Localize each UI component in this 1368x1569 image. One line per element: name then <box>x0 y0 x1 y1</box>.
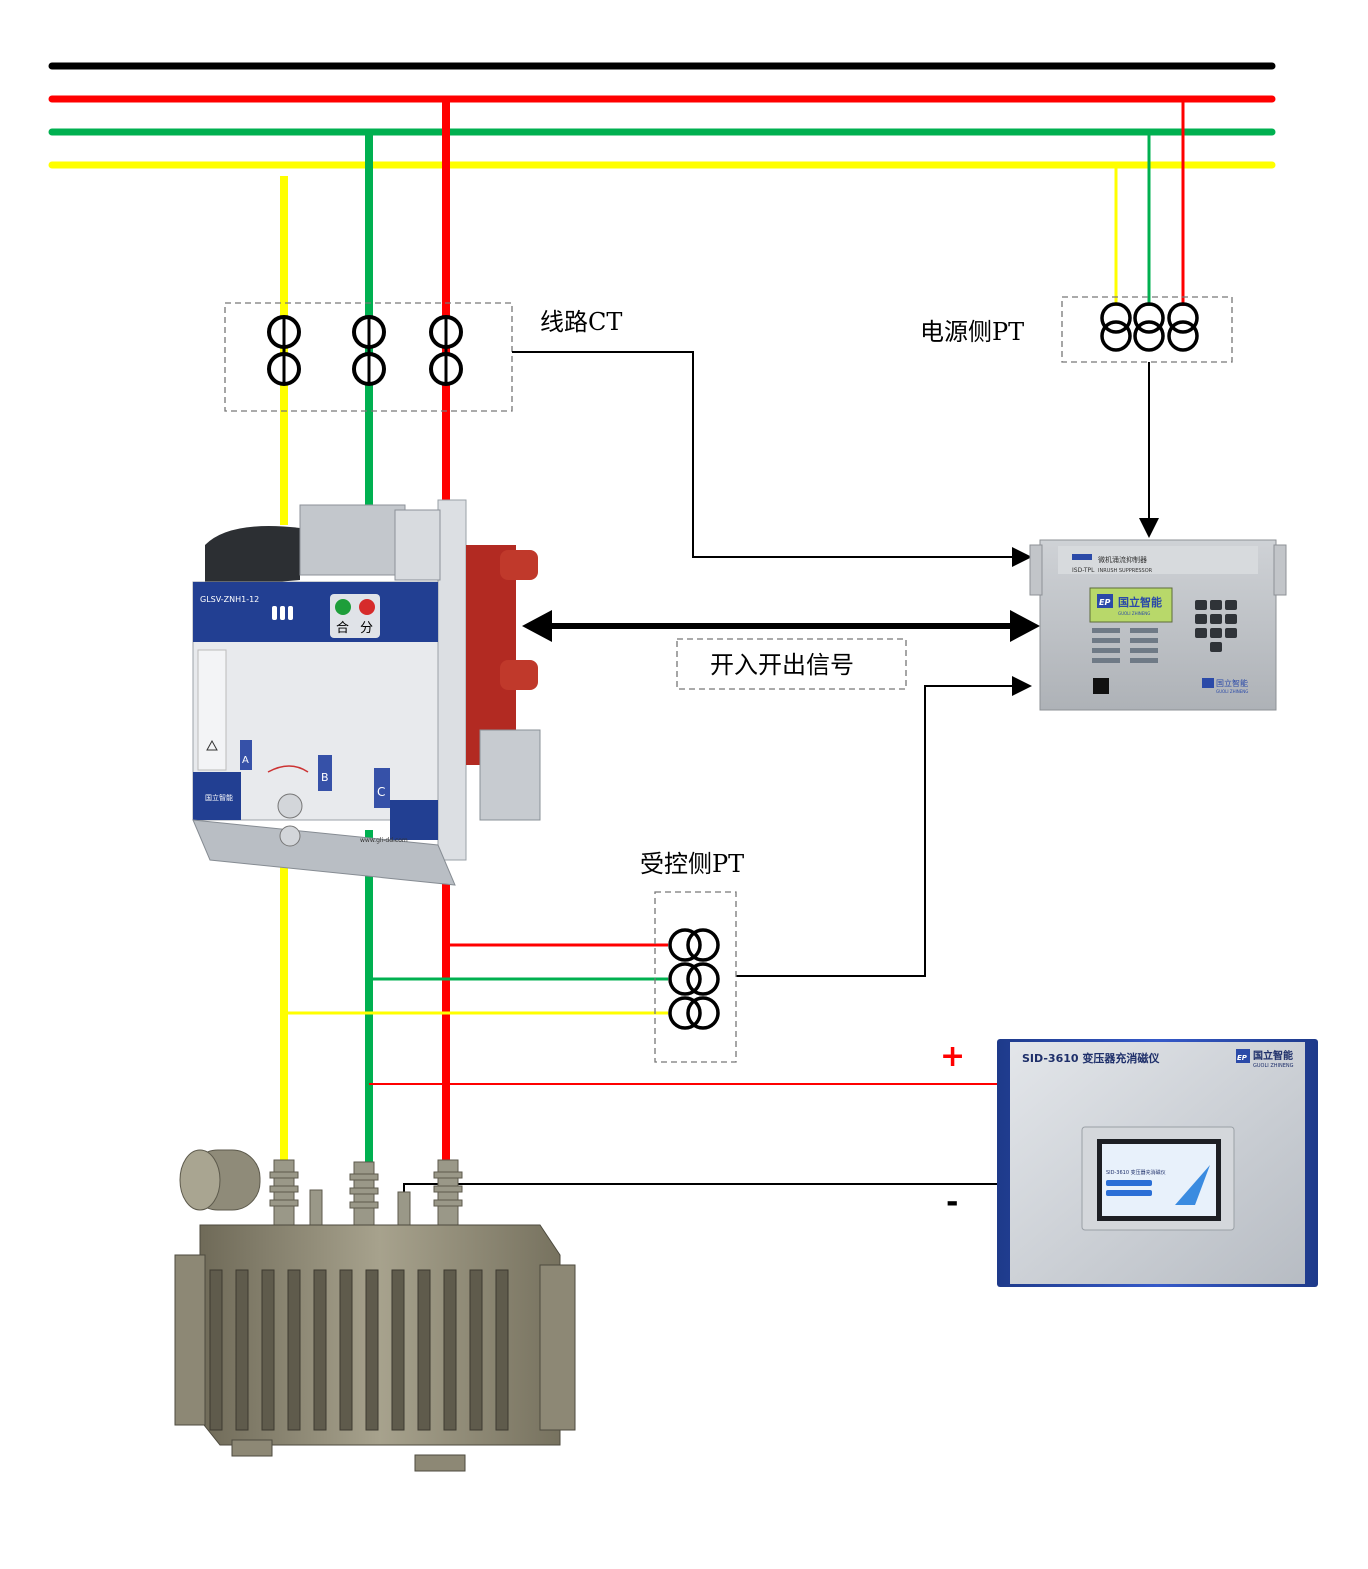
controller-brand: 国立智能 <box>1216 678 1248 688</box>
demagnetizer-lines: + - <box>369 1039 1000 1220</box>
main-conductors-bottom <box>280 830 450 1170</box>
breaker-phase-b: B <box>321 771 329 784</box>
arrow-icon <box>1010 610 1040 642</box>
source-pt: 电源侧PT <box>920 99 1233 538</box>
arrow-icon <box>522 610 552 642</box>
breaker-open-label: 分 <box>360 621 373 636</box>
breaker-site: www.gli-dd.com <box>360 837 408 844</box>
minus-label: - <box>946 1185 958 1220</box>
breaker-phase-c: C <box>377 785 385 799</box>
source-pt-label: 电源侧PT <box>920 318 1024 346</box>
controller-subtitle: INRUSH SUPPRESSOR <box>1098 568 1153 574</box>
controller-title: 微机涌流抑制器 <box>1098 555 1147 564</box>
bus-bars <box>48 62 1276 169</box>
pt-symbol-icon <box>1100 302 1199 352</box>
controller-device: 微机涌流抑制器 ISD-TPL INRUSH SUPPRESSOR EP 国立智… <box>1029 539 1287 711</box>
ct-signal-line <box>512 351 1032 567</box>
breaker-close-label: 合 <box>336 621 349 636</box>
transformer-fins <box>209 1269 509 1431</box>
signal-lines <box>512 351 1032 977</box>
io-signal-arrow: 开入开出信号 <box>522 610 1040 690</box>
io-signal-label: 开入开出信号 <box>710 651 854 679</box>
controlled-pt: 受控侧PT <box>284 850 744 1063</box>
pt-symbol-icon <box>668 928 720 1030</box>
demagnetizer-brand: 国立智能 <box>1253 1049 1293 1062</box>
demagnetizer-title: SID-3610 变压器充消磁仪 <box>1022 1051 1160 1065</box>
source-pt-box <box>1061 296 1233 363</box>
controlled-pt-label: 受控侧PT <box>640 850 744 878</box>
line-ct-box <box>224 302 513 412</box>
plus-label: + <box>940 1039 965 1074</box>
controller-screen-brand-en: GUOLI ZHINENG <box>1118 611 1150 616</box>
io-signal-box <box>676 638 907 690</box>
breaker-brand: 国立智能 <box>205 793 233 802</box>
controlled-pt-box <box>654 891 737 1063</box>
transformer-icon <box>174 1149 576 1472</box>
breaker-phase-a: A <box>242 755 249 766</box>
demagnetizer-screen-title: SID-3610 变压器充消磁仪 <box>1106 1169 1166 1176</box>
controller-model: ISD-TPL <box>1072 567 1095 574</box>
breaker-model: GLSV-ZNH1-12 <box>200 595 259 604</box>
controller-brand-en: GUOLI ZHINENG <box>1216 689 1248 694</box>
line-ct: 线路CT <box>224 302 622 412</box>
controller-logo: EP <box>1099 598 1110 607</box>
controller-led-rows <box>1092 628 1158 663</box>
breaker-icon: GLSV-ZNH1-12 合 分 A B C 国立智能 www.gli-dd.c… <box>192 499 541 886</box>
demagnetizer-brand-en: GUOLI ZHINENG <box>1253 1063 1294 1069</box>
controller-keypad <box>1195 600 1237 652</box>
transformer-bushings <box>269 1159 463 1231</box>
breaker-indicator-dots <box>272 606 293 620</box>
demagnetizer-device: SID-3610 变压器充消磁仪 EP 国立智能 GUOLI ZHINENG S… <box>997 1039 1318 1287</box>
controller-screen-brand: 国立智能 <box>1118 595 1162 609</box>
controlled-pt-signal-line <box>736 676 1032 977</box>
line-ct-label: 线路CT <box>540 308 622 336</box>
demagnetizer-logo: EP <box>1237 1054 1248 1062</box>
